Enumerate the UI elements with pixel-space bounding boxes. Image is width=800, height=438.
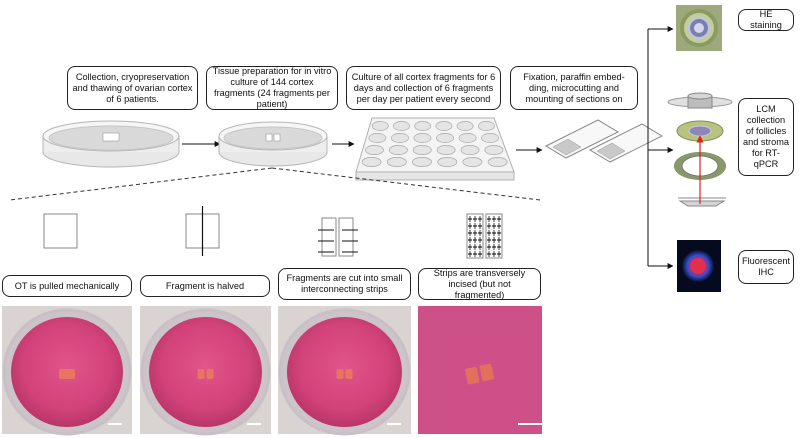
microscope-slide-1 xyxy=(544,119,620,159)
plate-well xyxy=(388,145,408,155)
plate-well xyxy=(458,133,477,143)
plate-well xyxy=(437,157,458,167)
cut-diagram-incised xyxy=(466,213,503,259)
tissue-fragment xyxy=(336,369,344,379)
step-box-ot-pulled: OT is pulled mechanically xyxy=(2,275,132,297)
plate-well xyxy=(477,121,495,131)
zoom-line-right xyxy=(271,167,541,201)
dish-photo-1 xyxy=(2,306,132,436)
plate-well xyxy=(436,133,454,143)
plate-well xyxy=(393,121,410,131)
tissue-fragment xyxy=(345,369,353,379)
plate-well xyxy=(460,145,480,155)
branch-arrows xyxy=(647,26,674,269)
lcm-image xyxy=(667,92,733,207)
petri-dish-2 xyxy=(218,121,328,167)
cut-diagram-whole xyxy=(43,213,78,249)
step-box-strips: Fragments are cut into small interconnec… xyxy=(278,268,411,300)
ihc-image xyxy=(677,240,721,292)
tissue-fragment xyxy=(206,369,214,379)
dish-photos xyxy=(2,306,542,436)
plate-well xyxy=(368,133,387,143)
analysis-box-lcm: LCM collection of follicles and stroma f… xyxy=(738,98,794,176)
plate-well xyxy=(412,157,432,167)
plate-well xyxy=(390,133,409,143)
step-box-incised: Strips are transversely incised (but not… xyxy=(418,268,541,300)
tissue-fragment xyxy=(197,369,205,379)
plate-well xyxy=(484,145,504,155)
plate-well xyxy=(412,145,432,155)
tissue-fragment xyxy=(59,369,75,379)
plate-well xyxy=(481,133,500,143)
tissue-fragment xyxy=(465,366,480,385)
dish-photo-3 xyxy=(278,306,411,436)
plate-well xyxy=(435,121,453,131)
tissue-fragment xyxy=(102,132,120,142)
analysis-box-ihc: Fluorescent IHC xyxy=(738,250,794,284)
step-box-fixation: Fixation, paraffin embed- ding, microcut… xyxy=(510,66,638,110)
he-staining-image xyxy=(676,5,722,51)
cut-diagram-halved xyxy=(185,206,220,256)
dish-photo-4 xyxy=(418,306,542,434)
dish-photo-2 xyxy=(140,306,271,436)
plate-well xyxy=(414,121,432,131)
plate-well xyxy=(487,157,508,167)
plate-well xyxy=(462,157,483,167)
plate-well xyxy=(365,145,384,155)
plate-well xyxy=(456,121,474,131)
plate-well xyxy=(361,157,382,167)
plate-well xyxy=(436,145,456,155)
culture-plate xyxy=(355,117,515,181)
microscope-slide-2 xyxy=(588,123,664,163)
zoom-line-left xyxy=(9,167,273,201)
step-box-collection: Collection, cryopreservation and thawing… xyxy=(67,66,198,110)
plate-well xyxy=(371,121,389,131)
plate-well xyxy=(386,157,407,167)
step-box-tissue-preparation: Tissue preparation for in vitro culture … xyxy=(206,66,338,110)
plate-well xyxy=(413,133,432,143)
step-box-culture: Culture of all cortex fragments for 6 da… xyxy=(346,66,501,110)
step-box-fragment-halved: Fragment is halved xyxy=(140,275,270,297)
petri-dish-1 xyxy=(42,120,180,168)
cut-diagram-strips xyxy=(318,217,358,257)
analysis-box-he-staining: HE staining xyxy=(738,9,794,31)
tissue-fragment xyxy=(479,363,495,382)
